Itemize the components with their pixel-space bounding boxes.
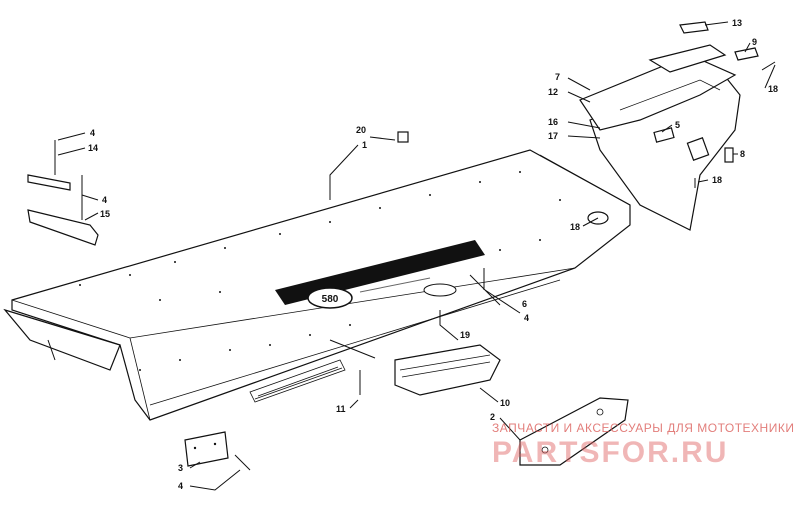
watermark-logo: PARTSFOR.RU	[492, 436, 728, 469]
callout-14: 14	[88, 143, 98, 153]
rivet-holes	[79, 171, 591, 371]
clip-part	[397, 131, 409, 143]
callout-12: 12	[548, 87, 558, 97]
callout-4-mid: 4	[102, 195, 107, 205]
callout-18-mid: 18	[712, 175, 722, 185]
callout-16: 16	[548, 117, 558, 127]
callout-3: 3	[178, 463, 183, 473]
callout-4-right: 4	[524, 313, 529, 323]
callout-20: 20	[356, 125, 366, 135]
callout-5: 5	[675, 120, 680, 130]
callout-10: 10	[500, 398, 510, 408]
callout-18-top: 18	[768, 84, 778, 94]
callout-11: 11	[336, 404, 346, 414]
callout-1: 1	[362, 140, 367, 150]
vent-grille	[249, 359, 346, 403]
callout-13: 13	[732, 18, 742, 28]
bracket-plate-part	[519, 397, 629, 466]
watermark-tagline: ЗАПЧАСТИ И АКСЕССУАРЫ ДЛЯ МОТОТЕХНИКИ	[492, 421, 794, 435]
callout-labels: 20 1 13 9 7 12 18 16 17 5 8 18 18 4 14 4…	[88, 18, 778, 491]
callout-19: 19	[460, 330, 470, 340]
callout-6: 6	[522, 299, 527, 309]
decal-part: 580	[275, 240, 485, 309]
callout-15: 15	[100, 209, 110, 219]
leader-lines	[57, 21, 776, 491]
license-plate-part	[184, 431, 251, 471]
callout-4-top: 4	[90, 128, 95, 138]
rear-bumper-assembly	[579, 21, 776, 231]
callout-17: 17	[548, 131, 558, 141]
left-bracket-part	[27, 140, 99, 246]
callout-7: 7	[555, 72, 560, 82]
callout-2: 2	[490, 412, 495, 422]
callout-4-bottom: 4	[178, 481, 183, 491]
callout-8: 8	[740, 149, 745, 159]
callout-9: 9	[752, 37, 757, 47]
decal-badge: 580	[322, 294, 339, 305]
footrest-part	[394, 344, 501, 396]
callout-18-left: 18	[570, 222, 580, 232]
watermark: ЗАПЧАСТИ И АКСЕССУАРЫ ДЛЯ МОТОТЕХНИКИ PA…	[492, 421, 794, 469]
